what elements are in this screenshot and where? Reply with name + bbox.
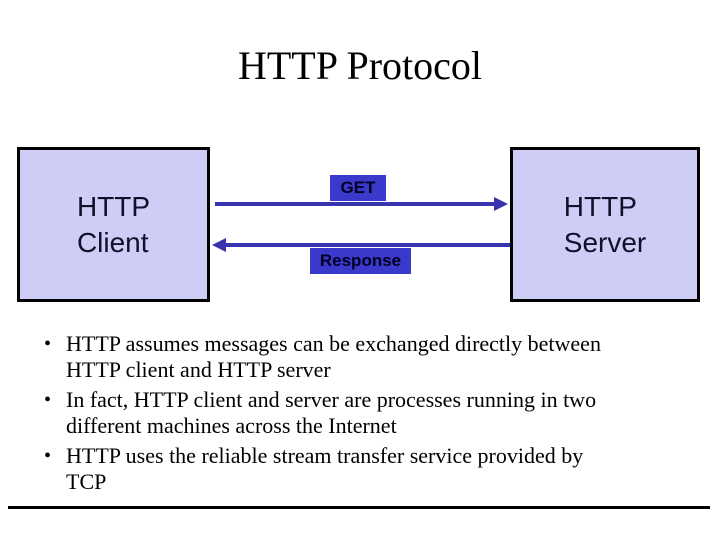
request-arrow-line — [215, 202, 496, 206]
arrowhead-left-icon — [212, 238, 226, 252]
bullet-text-line: HTTP assumes messages can be exchanged d… — [66, 331, 601, 356]
http-server-label-line1: HTTP — [563, 190, 637, 222]
response-arrow-line — [226, 243, 510, 247]
bullet-item: HTTP uses the reliable stream transfer s… — [40, 443, 676, 495]
http-client-label-line2: Client — [76, 226, 149, 258]
bullet-item: HTTP assumes messages can be exchanged d… — [40, 331, 676, 383]
request-label-badge: GET — [330, 175, 386, 201]
http-server-label: HTTP Server — [564, 189, 646, 261]
bullet-item: In fact, HTTP client and server are proc… — [40, 387, 676, 439]
bullet-text-line: different machines across the Internet — [66, 413, 397, 438]
slide-title: HTTP Protocol — [237, 43, 483, 88]
bullet-text-line: In fact, HTTP client and server are proc… — [66, 387, 597, 412]
footer-divider — [8, 506, 710, 509]
arrowhead-right-icon — [494, 197, 508, 211]
bullet-text-line: HTTP client and HTTP server — [66, 357, 331, 382]
http-server-box: HTTP Server — [510, 147, 700, 302]
response-label-badge: Response — [310, 248, 411, 274]
http-client-box: HTTP Client — [17, 147, 210, 302]
bullet-text-line: TCP — [66, 469, 107, 494]
bullet-list: HTTP assumes messages can be exchanged d… — [40, 331, 676, 499]
http-client-label-line1: HTTP — [76, 190, 151, 222]
http-client-label: HTTP Client — [77, 189, 150, 261]
bullet-text-line: HTTP uses the reliable stream transfer s… — [66, 443, 584, 468]
http-server-label-line2: Server — [563, 226, 647, 258]
